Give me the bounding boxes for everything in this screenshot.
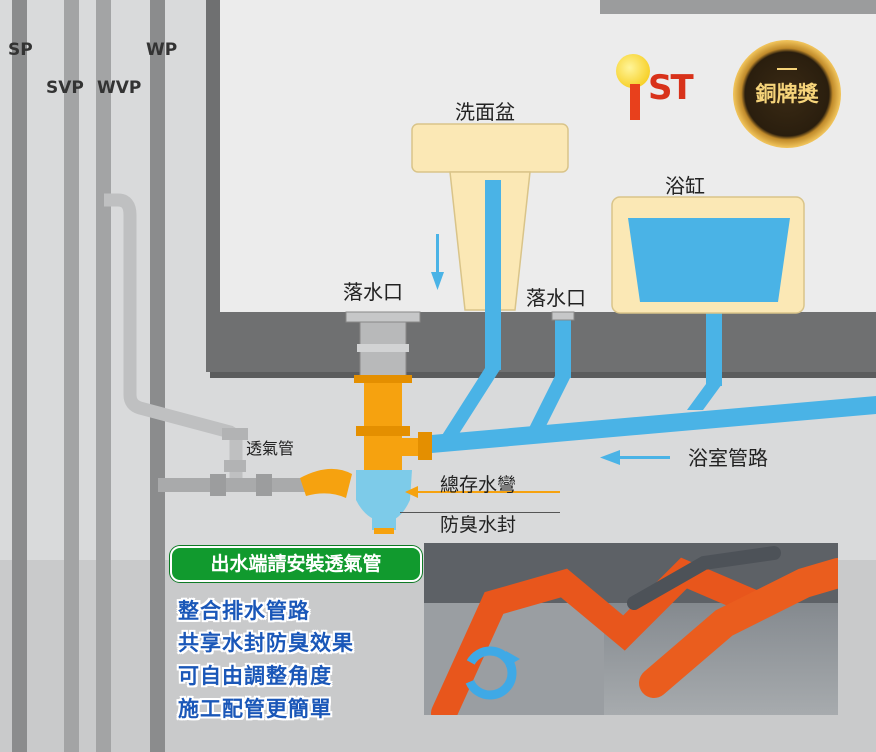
- trap-elbow: [300, 468, 352, 498]
- wvp-stack: [96, 0, 111, 752]
- feature-1: 整合排水管路: [178, 599, 310, 623]
- bathtub-water: [628, 218, 790, 302]
- bathroom-main-pipe: [420, 396, 876, 454]
- floor-drain-label-left: 落水口: [343, 280, 403, 304]
- svp-stack: [64, 0, 79, 752]
- washbasin: [411, 123, 569, 173]
- wp-stack: [150, 0, 165, 752]
- drain-to-wp: [158, 478, 308, 492]
- bronze-award-badge: 銅牌獎: [733, 40, 841, 148]
- floor-drain-pipe: [555, 318, 571, 378]
- wvp-label: WVP: [97, 78, 142, 98]
- vent-pipe: [104, 193, 243, 485]
- feature-3: 可自由調整角度: [178, 664, 332, 688]
- floor-drain-cap-right: [551, 311, 575, 321]
- feature-2: 共享水封防臭效果: [178, 631, 354, 655]
- sun-icon: [616, 54, 650, 88]
- bathtub-drain-pipe: [706, 306, 722, 386]
- flow-arrow-basin: [436, 234, 439, 274]
- crown-icon: [777, 58, 797, 70]
- inst-logo: ST: [612, 50, 724, 130]
- trap-inlet: [418, 432, 432, 460]
- sp-stack: [12, 0, 27, 752]
- wp-label: WP: [146, 40, 178, 60]
- sp-label: SP: [8, 40, 33, 60]
- rotate-icon: [463, 646, 517, 700]
- water-seal: [356, 470, 412, 522]
- vent-install-headline: 出水端請安裝透氣管: [170, 546, 422, 582]
- floor-slab: [206, 312, 876, 372]
- floor-drain-label-right: 落水口: [526, 286, 586, 310]
- feature-4: 施工配管更簡單: [178, 697, 332, 721]
- vent-pipe-label: 透氣管: [246, 439, 295, 458]
- washbasin-label: 洗面盆: [455, 100, 515, 124]
- installation-photo: [424, 543, 838, 715]
- bathtub-label: 浴缸: [665, 174, 705, 198]
- floor-drain-cap-left: [345, 311, 421, 323]
- svp-label: SVP: [46, 78, 84, 98]
- wall-edge: [206, 0, 220, 370]
- flow-arrow-bath: [618, 456, 670, 459]
- trap-label-line2: 防臭水封: [440, 514, 517, 536]
- inst-logo-text: ST: [648, 68, 694, 108]
- bathroom-piping-label: 浴室管路: [688, 446, 768, 470]
- award-badge-text: 銅牌獎: [755, 82, 819, 106]
- trap-label-line1: 總存水彎: [440, 474, 517, 496]
